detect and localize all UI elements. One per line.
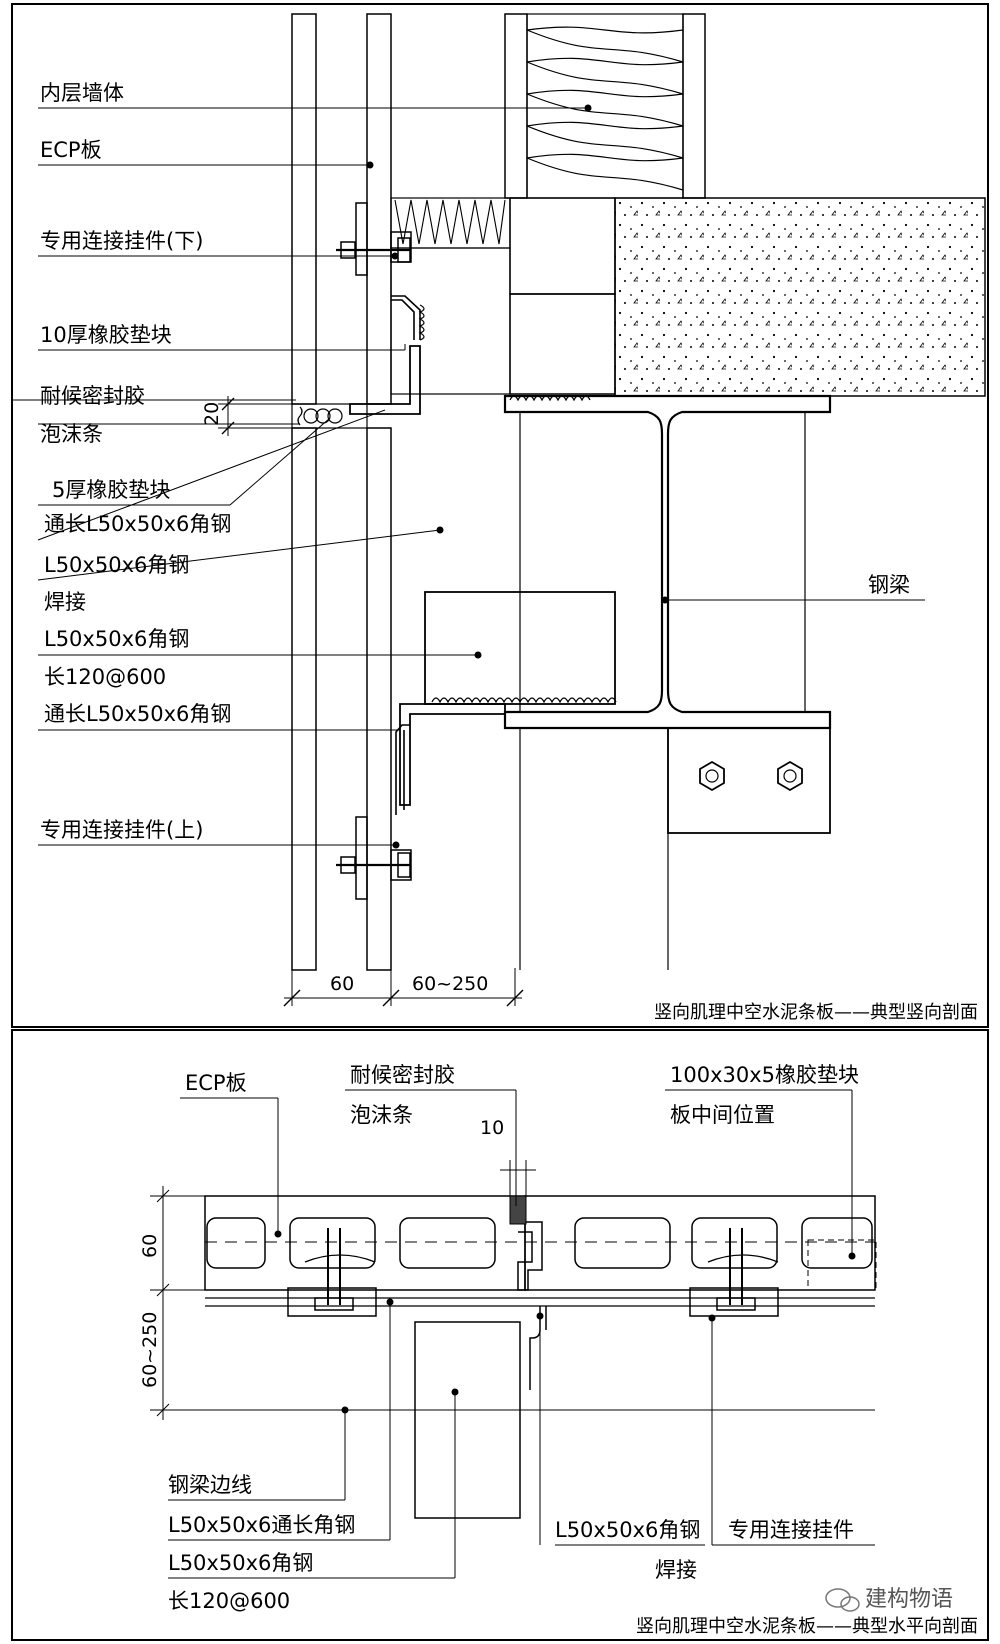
label-angle-2: L50x50x6角钢 — [44, 627, 189, 651]
bottom-caption: 竖向肌理中空水泥条板——典型水平向剖面 — [636, 1616, 978, 1637]
connector-right — [689, 1228, 779, 1317]
watermark: 建构物语 — [865, 1587, 953, 1612]
angle-120-block — [414, 1321, 521, 1519]
angle-through-upper — [349, 345, 421, 415]
top-frame — [11, 3, 989, 1028]
connector-lower — [336, 202, 412, 276]
ecp-panel-lower-outer — [291, 427, 317, 971]
label-b-foam-strip: 泡沫条 — [350, 1103, 413, 1127]
dim-60-vertical: 60 — [139, 1234, 161, 1258]
bottom-section: 60 60~250 10 ECP板 耐候密封胶 泡沫条 100x30x5橡胶垫块… — [139, 1063, 978, 1637]
ecp-panel-lower-inner — [366, 427, 392, 971]
concrete-block-top — [509, 197, 616, 295]
inner-wall-right — [682, 13, 706, 199]
inner-wall-left — [504, 13, 528, 199]
label-b-angle-weld: L50x50x6角钢 — [555, 1518, 700, 1542]
label-steel-beam: 钢梁 — [868, 573, 910, 597]
label-foam-strip: 泡沫条 — [40, 422, 103, 446]
dim-60: 60 — [330, 973, 354, 995]
label-b-beam-edge: 钢梁边线 — [168, 1473, 252, 1497]
steel-beam — [503, 394, 832, 970]
dim-10: 10 — [480, 1117, 504, 1139]
top-dimensions — [218, 396, 524, 1007]
label-b-weld: 焊接 — [655, 1558, 697, 1582]
label-weld: 焊接 — [44, 590, 86, 614]
rubber-pad-bottom-flange — [431, 697, 617, 704]
cavity-outline — [390, 247, 511, 395]
angle-120 — [424, 591, 616, 705]
ecp-panel-upper-outer — [291, 13, 317, 405]
concrete-slab-dots — [615, 198, 985, 396]
bottom-dimensions — [150, 1160, 875, 1420]
label-b-angle: L50x50x6角钢 — [168, 1551, 313, 1575]
wechat-icon — [825, 1588, 860, 1612]
dim-60-250: 60~250 — [412, 973, 488, 995]
bolt-head-icon — [777, 760, 803, 792]
label-b-ecp-panel: ECP板 — [185, 1071, 247, 1095]
label-ecp-panel: ECP板 — [40, 138, 102, 162]
label-b-rubber-pad: 100x30x5橡胶垫块 — [670, 1063, 859, 1087]
label-rubber-pad-10: 10厚橡胶垫块 — [40, 323, 172, 347]
label-b-pad-position: 板中间位置 — [670, 1103, 775, 1127]
label-angle-1: L50x50x6角钢 — [44, 553, 189, 577]
rubber-pad-top-flange — [509, 395, 591, 402]
label-inner-wall: 内层墙体 — [40, 81, 124, 105]
connector-left — [287, 1228, 377, 1317]
label-connector-lower: 专用连接挂件(下) — [40, 229, 203, 253]
label-angle-through-1: 通长L50x50x6角钢 — [44, 512, 231, 536]
connector-lower-plate — [391, 295, 421, 340]
label-connector-upper: 专用连接挂件(上) — [40, 818, 203, 842]
insulation-waves — [526, 26, 684, 191]
insulation-strip-waves — [394, 199, 506, 245]
bottom-leaders — [168, 1089, 875, 1579]
sealant-joint — [291, 403, 368, 429]
connector-upper — [336, 724, 412, 900]
label-b-sealant: 耐候密封胶 — [350, 1063, 455, 1087]
top-section: 内层墙体 ECP板 专用连接挂件(下) 10厚橡胶垫块 耐候密封胶 20 泡沫条… — [12, 13, 986, 1023]
rubber-pad-10 — [418, 304, 425, 341]
ecp-panel-upper-inner — [366, 13, 392, 405]
label-b-angle-through: L50x50x6通长角钢 — [168, 1513, 355, 1537]
label-rubber-pad-5: 5厚橡胶垫块 — [52, 478, 170, 502]
foam-strip-joint — [509, 1195, 527, 1225]
label-angle-length: 长120@600 — [44, 665, 166, 689]
bottom-frame — [11, 1029, 989, 1641]
top-caption: 竖向肌理中空水泥条板——典型竖向剖面 — [654, 1002, 978, 1023]
angle-through-lower — [399, 703, 506, 806]
label-sealant: 耐候密封胶 — [40, 384, 145, 408]
insulation — [526, 13, 684, 199]
ecp-panel-right — [524, 1195, 876, 1291]
top-leaders — [12, 104, 925, 849]
label-b-angle-length: 长120@600 — [168, 1589, 290, 1613]
dim-20: 20 — [201, 402, 223, 426]
tongue-groove-joint — [517, 1196, 543, 1291]
dim-60-250-vertical: 60~250 — [139, 1312, 161, 1388]
bolt-head-icon — [699, 760, 725, 792]
label-angle-through-2: 通长L50x50x6角钢 — [44, 702, 231, 726]
label-b-connector: 专用连接挂件 — [728, 1518, 854, 1542]
rubber-pad-dashed — [807, 1239, 877, 1291]
concrete-block-bottom — [509, 293, 616, 395]
